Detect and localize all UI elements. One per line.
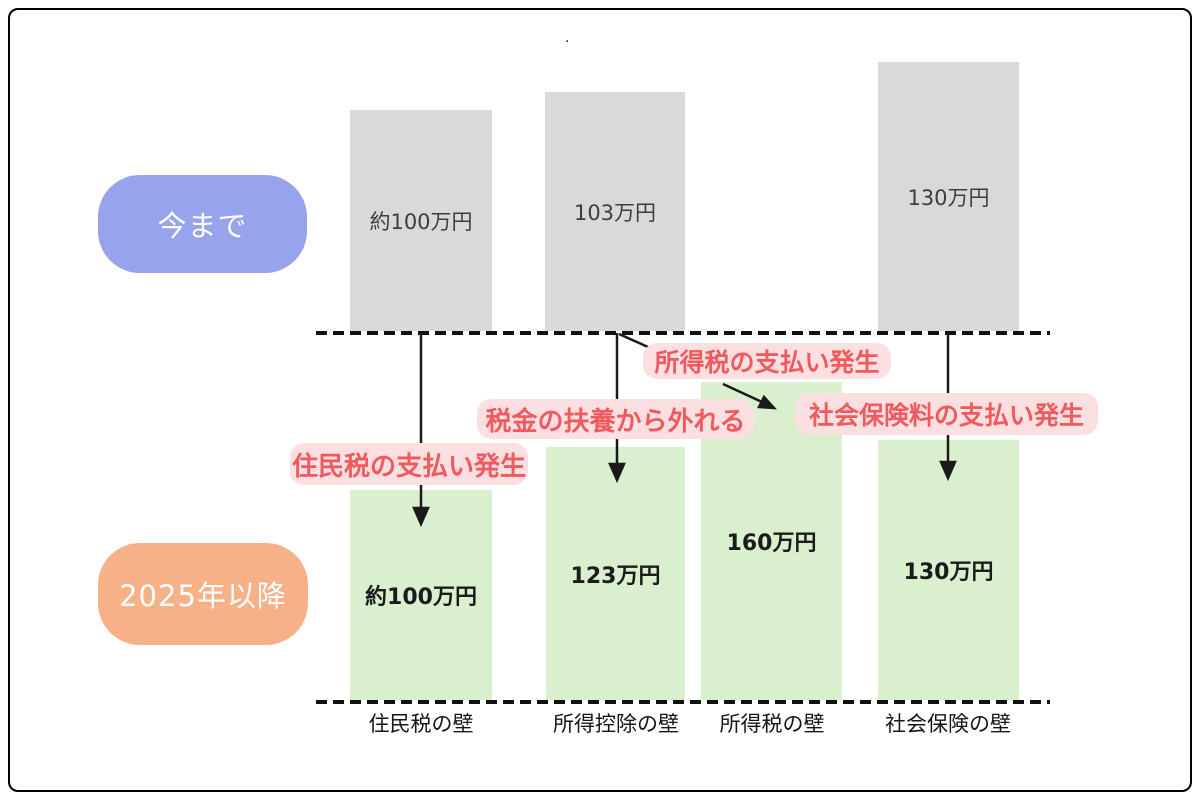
- legend-before-pill: 今まで: [98, 175, 307, 273]
- annotation-text: 社会保険料の支払い発生: [808, 401, 1084, 430]
- annotation-text: 税金の扶養から外れる: [485, 406, 746, 437]
- wall-label-shotokuzei: 所得税の壁: [719, 712, 825, 736]
- bottom-dashed-baseline: [316, 700, 1050, 704]
- annotation-text: 所得税の支払い発生: [654, 348, 880, 377]
- wall-label-shotokukojo: 所得控除の壁: [553, 712, 679, 736]
- stray-dot: .: [565, 30, 570, 46]
- wall-label-shakaihoken: 社会保険の壁: [885, 712, 1011, 736]
- after-bar-shotokukojo: 123万円: [546, 447, 685, 700]
- after-value: 123万円: [570, 563, 661, 589]
- after-value: 160万円: [726, 531, 817, 556]
- wall-label-juminzei: 住民税の壁: [368, 712, 474, 736]
- annotation-shotokuzei: 所得税の支払い発生: [643, 343, 891, 379]
- after-bar-shakaihoken: 130万円: [878, 440, 1019, 700]
- legend-after-pill: 2025年以降: [98, 543, 308, 645]
- before-bar-shotokukojo: 103万円: [545, 92, 685, 331]
- before-value: 約100万円: [369, 209, 473, 234]
- legend-after-label: 2025年以降: [119, 579, 287, 613]
- after-bar-juminzei: 約100万円: [350, 490, 492, 700]
- top-dashed-baseline: [316, 331, 1050, 335]
- annotation-fuyo: 税金の扶養から外れる: [477, 399, 754, 439]
- outer-border: [8, 8, 1192, 792]
- after-value: 約100万円: [365, 585, 477, 610]
- before-bar-juminzei: 約100万円: [350, 110, 492, 331]
- annotation-shakaihoken: 社会保険料の支払い発生: [795, 393, 1098, 435]
- before-bar-shakaihoken: 130万円: [878, 62, 1019, 331]
- after-value: 130万円: [903, 560, 994, 585]
- annotation-text: 住民税の支払い発生: [291, 451, 526, 482]
- annotation-juminzei: 住民税の支払い発生: [290, 443, 528, 485]
- before-value: 103万円: [573, 200, 657, 225]
- legend-before-label: 今まで: [157, 209, 248, 243]
- before-value: 130万円: [907, 185, 990, 210]
